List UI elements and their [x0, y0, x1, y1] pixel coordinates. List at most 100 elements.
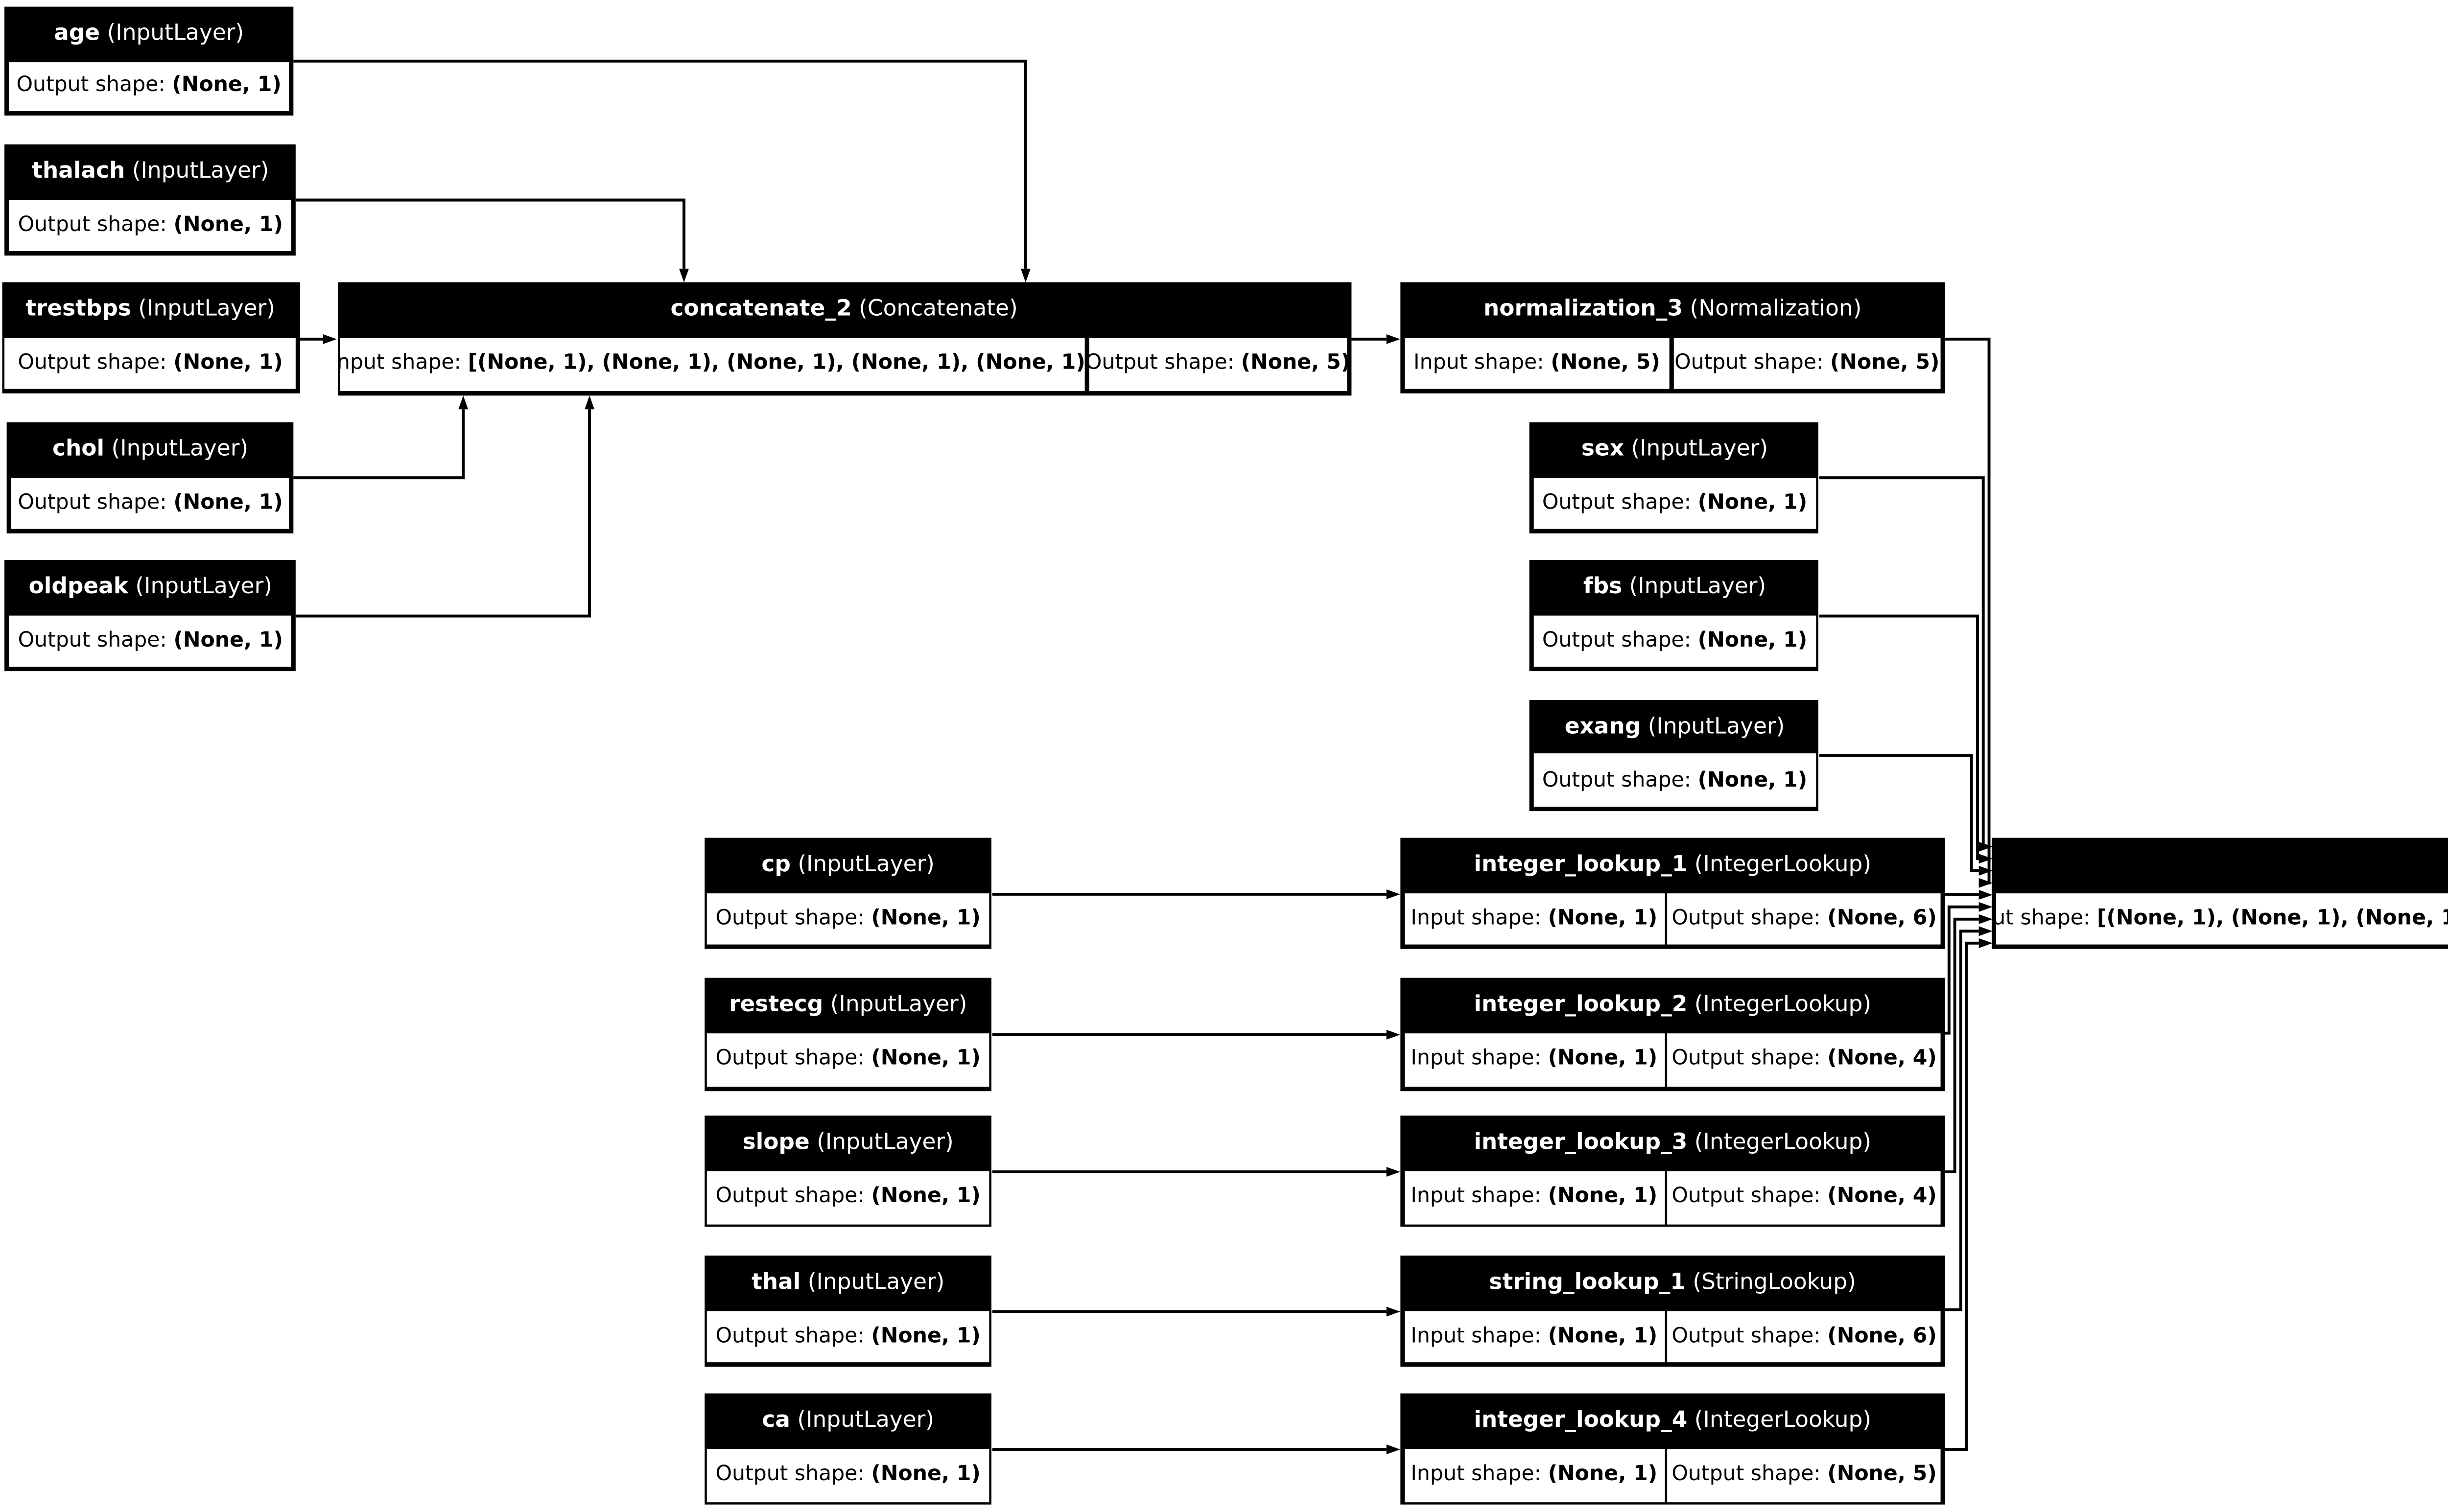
- shape-label: Output shape:: [715, 1325, 865, 1349]
- shape-label: Output shape:: [1671, 1185, 1821, 1210]
- output-shape-cell: Output shape:(None, 1): [11, 477, 290, 530]
- node-body: Input shape:(None, 1)Output shape:(None,…: [1400, 1448, 1945, 1505]
- node-concatenate_2: concatenate_2 (Concatenate)Input shape:[…: [336, 282, 1352, 396]
- node-body: Input shape: (None, 1) Output shape:(None,…: [1400, 1171, 1945, 1228]
- arrowhead-ca-to-integer_lookup_4: [1386, 1444, 1400, 1455]
- shape-value: (None, 4): [1827, 1047, 1937, 1072]
- arrowhead-fbs-to-concatenate_3: [1978, 854, 1993, 864]
- shape-label: Input shape:: [1413, 351, 1544, 376]
- shape-label: Output shape:: [18, 213, 167, 238]
- layer-type: (InputLayer): [823, 993, 967, 1018]
- layer-name: fbs: [1583, 575, 1623, 600]
- layer-type: (InputLayer): [1641, 715, 1785, 740]
- arrowhead-thal-to-string_lookup_1: [1386, 1306, 1400, 1317]
- node-thal: thal (InputLayer)Output shape:(None, 1): [704, 1256, 992, 1368]
- shape-label: Input shape:: [1411, 1325, 1541, 1349]
- shape-value: (None, 1): [1697, 768, 1808, 793]
- layer-name: integer_lookup_2: [1474, 993, 1688, 1018]
- node-chol: chol (InputLayer)Output shape:(None, 1): [7, 422, 294, 534]
- arrowhead-integer_lookup_1-to-concatenate_3: [1978, 889, 1993, 900]
- node-body: Input shape:(None, 1)Output shape:(None,…: [1400, 892, 1945, 949]
- edge-age-to-concatenate_2: [293, 59, 1027, 269]
- node-title: concatenate_2 (Concatenate): [337, 282, 1352, 337]
- output-shape-cell: Output shape:(None, 5): [1088, 337, 1348, 392]
- layer-type: (InputLayer): [809, 1131, 954, 1156]
- shape-label: Output shape:: [18, 351, 167, 376]
- node-oldpeak: oldpeak (InputLayer)Output shape:(None, …: [5, 560, 296, 672]
- layer-name: normalization_3: [1483, 297, 1683, 322]
- arrowhead-exang-to-concatenate_3: [1978, 865, 1993, 876]
- node-integer_lookup_1: integer_lookup_1 (IntegerLookup) Input sh…: [1400, 838, 1945, 950]
- layer-name: cp: [761, 853, 791, 878]
- layer-name: ca: [762, 1409, 790, 1434]
- layer-name: string_lookup_1: [1489, 1271, 1686, 1296]
- node-age: age (InputLayer)Output shape:(None, 1): [4, 7, 294, 116]
- node-title: restecg (InputLayer): [704, 978, 992, 1032]
- shape-label: Output shape:: [1674, 351, 1824, 376]
- shape-label: Input shape:: [1411, 1185, 1541, 1210]
- node-title: thalach (InputLayer): [5, 144, 296, 199]
- edge-integer_lookup_4-to-concatenate_3: [1945, 941, 1979, 1451]
- arrowhead-integer_lookup_3-to-concatenate_3: [1978, 914, 1993, 924]
- shape-value: (None, 4): [1827, 1185, 1937, 1210]
- shape-label: Input shape:: [1411, 1463, 1541, 1488]
- node-title: age (InputLayer): [4, 7, 293, 61]
- edge-integer_lookup_1-to-concatenate_3: [1945, 893, 1979, 896]
- shape-value: (None, 1): [173, 213, 283, 238]
- node-title: chol (InputLayer): [7, 422, 293, 477]
- arrowhead-trestbps-to-concatenate_2: [323, 334, 337, 344]
- shape-label: Output shape:: [715, 1463, 865, 1488]
- node-body: Output shape:(None, 1): [704, 1171, 992, 1228]
- node-body: Output shape:(None, 1): [1, 337, 299, 394]
- layer-name: restecg: [729, 993, 824, 1018]
- shape-value: (None, 1): [871, 1185, 981, 1210]
- shape-label: Input shape:: [340, 352, 461, 377]
- node-title: cp (InputLayer): [704, 838, 992, 892]
- shape-label: Output shape:: [1088, 352, 1235, 377]
- shape-value: (None, 6): [1827, 1325, 1937, 1349]
- node-body: Input shape:[(None, 1), (None, 1), (None…: [1993, 892, 2448, 949]
- layer-type: (IntegerLookup): [1687, 853, 1872, 878]
- layer-type: (IntegerLookup): [1687, 993, 1872, 1018]
- node-thalach: thalach (InputLayer)Output shape:(None, …: [5, 144, 296, 256]
- output-shape-cell: Output shape:(None, 1): [707, 1448, 989, 1501]
- shape-label: Output shape:: [1671, 907, 1821, 931]
- shape-label: Output shape:: [1542, 629, 1692, 653]
- node-exang: exang (InputLayer)Output shape:(None, 1): [1530, 699, 1820, 812]
- shape-label: Input shape:: [1411, 1047, 1541, 1072]
- node-title: normalization_3 (Normalization): [1400, 282, 1945, 337]
- node-title: slope (InputLayer): [704, 1117, 992, 1171]
- shape-value: (None, 1): [871, 1463, 981, 1488]
- output-shape-cell: Output shape:(None, 1): [707, 1171, 989, 1224]
- node-integer_lookup_3: integer_lookup_3 (IntegerLookup)Input sh…: [1400, 1116, 1945, 1228]
- shape-value: (None, 5): [1827, 1463, 1937, 1488]
- input-shape-cell: Input shape:[(None, 1), (None, 1), (None…: [340, 337, 1085, 392]
- node-cp: cp (InputLayer)Output shape:(None, 1): [704, 838, 992, 950]
- node-title: fbs (InputLayer): [1530, 560, 1819, 615]
- input-shape-cell: Input shape:[(None, 1), (None, 1), (None…: [1996, 892, 2448, 945]
- output-shape-cell: Output shape:(None, 1): [9, 199, 292, 252]
- layer-type: (InputLayer): [1624, 437, 1768, 462]
- edge-integer_lookup_2-to-concatenate_3: [1945, 905, 1979, 1035]
- node-ca: ca (InputLayer)Output shape:(None, 1): [704, 1394, 992, 1506]
- node-body: Output shape:(None, 1): [704, 1448, 992, 1505]
- arrowhead-oldpeak-to-concatenate_2: [585, 395, 595, 410]
- node-title: integer_lookup_3 (IntegerLookup): [1400, 1117, 1945, 1171]
- shape-value: (None, 1): [1548, 1185, 1658, 1210]
- layer-name: exang: [1564, 715, 1641, 740]
- shape-value: (None, 5): [1241, 352, 1348, 377]
- node-sex: sex (InputLayer)Output shape:(None, 1): [1530, 422, 1820, 534]
- edge-thalach-to-concatenate_2: [295, 198, 685, 269]
- input-shape-cell: Input shape:(None, 5): [1404, 337, 1670, 390]
- layer-type: (InputLayer): [1622, 575, 1766, 600]
- node-normalization_3: normalization_3 (Normalization)Input sha…: [1400, 282, 1945, 394]
- shape-value: (None, 1): [172, 74, 282, 99]
- shape-label: Output shape:: [1671, 1047, 1821, 1072]
- node-title: string_lookup_1 (StringLookup): [1400, 1256, 1945, 1310]
- layer-name: integer_lookup_1: [1474, 853, 1688, 878]
- output-shape-cell: Output shape:(None, 4): [1667, 1171, 1941, 1224]
- node-slope: slope (InputLayer)Output shape:(None, 1): [704, 1116, 992, 1228]
- shape-value: (None, 1): [1548, 1325, 1658, 1349]
- arrowhead-cp-to-integer_lookup_1: [1386, 889, 1400, 899]
- arrowhead-concatenate_2-to-normalization_3: [1386, 334, 1400, 344]
